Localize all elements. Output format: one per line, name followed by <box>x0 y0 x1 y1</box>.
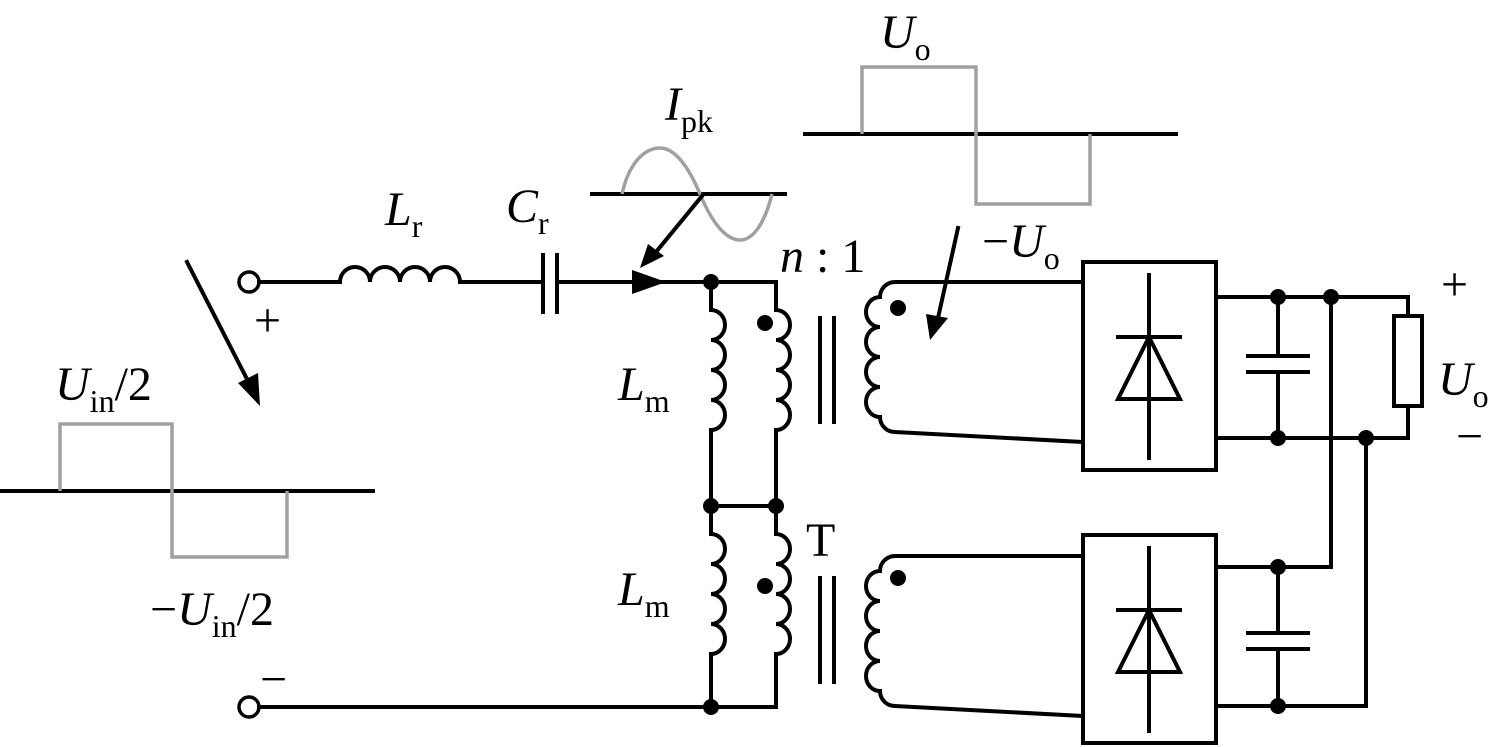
input-waveform-trace <box>58 422 289 559</box>
input-terminal-positive <box>237 270 261 294</box>
node-primary-top <box>703 274 719 290</box>
label-uo-top: Uo <box>880 6 931 67</box>
transformer-core-upper <box>818 316 836 424</box>
output-waveform-trace <box>860 65 1092 206</box>
label-lm-upper: Lm <box>617 358 670 419</box>
output-square-waveform <box>803 65 1178 206</box>
label-uo-output: Uo <box>1438 353 1489 414</box>
input-voltage-arrow <box>184 259 260 406</box>
label-plus-output: + <box>1441 258 1468 311</box>
label-neg-uin-half: −Uin/2 <box>150 583 274 644</box>
input-square-waveform <box>0 422 375 559</box>
current-waveform-trace <box>620 146 774 242</box>
polarity-dot-secondary-upper <box>890 300 906 316</box>
node-out-2 <box>1323 289 1339 305</box>
label-turns-ratio: n : 1 <box>780 230 865 283</box>
label-neg-uo: −Uo <box>982 215 1060 276</box>
output-capacitor-lower <box>1246 565 1310 708</box>
secondary-winding-upper <box>864 280 1084 444</box>
label-minus-input: − <box>260 653 287 706</box>
load-resistor <box>1392 314 1424 408</box>
node-out-4 <box>1358 430 1374 446</box>
node-out-6 <box>1270 698 1286 714</box>
current-pointer-arrow <box>653 193 705 255</box>
current-direction-arrow <box>632 270 666 294</box>
inductor-lm-lower <box>710 532 727 656</box>
label-uin-half: Uin/2 <box>55 358 152 419</box>
node-out-5 <box>1270 559 1286 575</box>
label-lr: Lr <box>384 183 423 244</box>
polarity-dot-secondary-lower <box>890 570 906 586</box>
node-primary-mid-right <box>768 498 784 514</box>
secondary-voltage-arrow <box>926 225 961 340</box>
node-out-1 <box>1270 289 1286 305</box>
label-minus-output: − <box>1456 410 1483 463</box>
node-primary-mid-left <box>703 498 719 514</box>
label-ipk: Ipk <box>664 78 713 139</box>
output-capacitor-upper <box>1246 295 1310 440</box>
rectifier-block-lower <box>1081 533 1218 745</box>
label-lm-lower: Lm <box>617 563 670 624</box>
secondary-winding-lower <box>864 554 1084 718</box>
polarity-dot-primary-upper <box>757 315 773 331</box>
polarity-dot-primary-lower <box>757 578 773 594</box>
current-sine-waveform <box>590 146 787 268</box>
primary-winding-upper <box>775 308 792 432</box>
node-out-3 <box>1270 430 1286 446</box>
inductor-lr <box>338 265 462 283</box>
label-plus-input: + <box>254 294 281 347</box>
input-terminal-negative <box>237 695 261 719</box>
inductor-lm-upper <box>710 308 727 432</box>
transformer-core-lower <box>818 576 836 684</box>
node-primary-bottom <box>703 699 719 715</box>
rectifier-block-upper <box>1081 260 1218 472</box>
label-cr: Cr <box>506 180 549 241</box>
label-transformer-t: T <box>806 514 835 567</box>
capacitor-cr <box>541 253 559 314</box>
primary-winding-lower <box>775 532 792 656</box>
